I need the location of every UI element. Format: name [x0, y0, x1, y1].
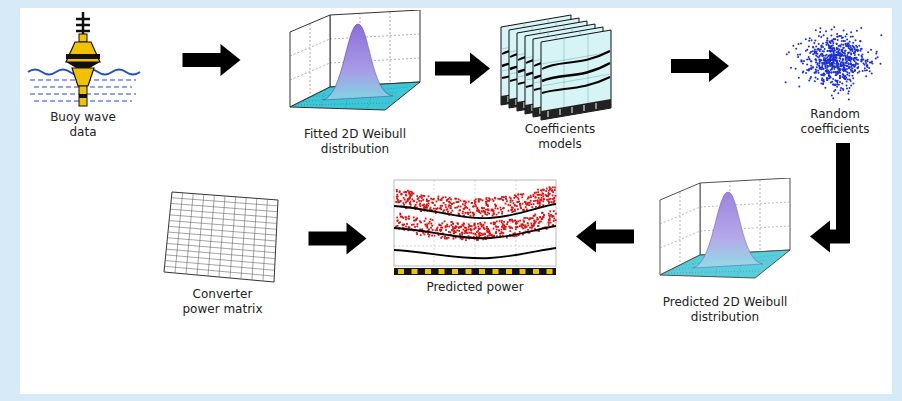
buoy-picture: [28, 12, 140, 106]
flow-arrow: [576, 221, 634, 253]
caption: Predicted power: [390, 280, 560, 295]
caption: Random coefficients: [790, 107, 880, 137]
caption: Buoy wave data: [48, 110, 118, 140]
picture-node: Predicted 2D Weibull distribution: [650, 178, 800, 325]
power-matrix: [164, 192, 278, 282]
picture-node: Random coefficients: [780, 15, 890, 137]
picture-node: Predicted power: [390, 178, 560, 295]
random-scatter: [785, 26, 883, 100]
caption: Converter power matrix: [173, 287, 273, 317]
flow-arrow: [810, 143, 843, 253]
flow-arrow: [671, 50, 729, 82]
weibull-plot: [290, 10, 420, 110]
picture-node: Converter power matrix: [160, 190, 285, 317]
picture-node: Buoy wave data: [28, 10, 138, 140]
picture-node: Coefficients models: [500, 10, 620, 152]
flow-arrow: [435, 53, 490, 85]
caption: Coefficients models: [513, 122, 608, 152]
weibull-plot: [660, 178, 790, 278]
caption: Fitted 2D Weibull distribution: [288, 127, 423, 157]
caption: Predicted 2D Weibull distribution: [653, 295, 798, 325]
power-chart: [394, 180, 557, 275]
flow-arrow: [309, 223, 367, 255]
coefficient-panels: [501, 15, 611, 120]
flow-arrow: [183, 44, 241, 76]
picture-node: Fitted 2D Weibull distribution: [285, 10, 425, 157]
